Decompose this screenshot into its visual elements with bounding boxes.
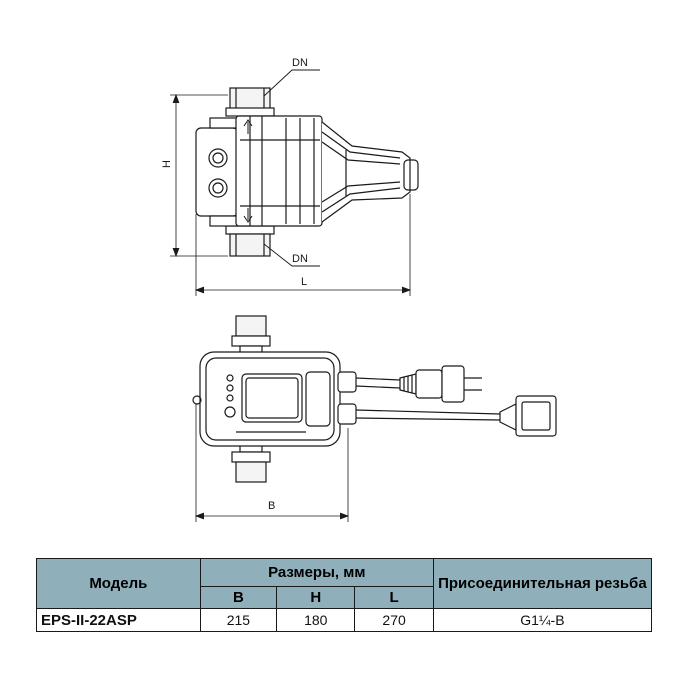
bottom-pipe-fitting [225,225,275,257]
dn-bottom-label: DN [292,253,308,265]
top-view [170,69,419,296]
power-plug [399,365,482,403]
technical-drawing: DN DN H L [161,57,557,522]
header-b: B [199,586,278,609]
dn-top-leader [263,69,320,97]
specs-table: Модель Размеры, мм Присоединительная рез… [36,558,653,632]
dimension-l [194,194,412,296]
dn-bottom-leader [263,243,320,267]
dim-l-label: L [301,276,307,288]
cables [355,377,501,421]
cell-h: 180 [276,608,356,632]
header-dimensions: Размеры, мм [199,558,434,587]
front-cable-glands [337,371,357,425]
dimension-h [170,93,228,258]
controller-housing [192,351,341,447]
header-h: H [276,586,356,609]
dn-top-label: DN [292,57,308,69]
dimension-b [194,404,350,522]
front-bottom-fitting [231,443,271,483]
cell-model: EPS-II-22ASP [36,608,201,632]
front-top-fitting [231,315,271,355]
front-view [192,315,557,522]
cell-b: 215 [199,608,278,632]
header-model: Модель [36,558,201,609]
main-body [235,115,323,227]
dim-h-label: H [161,160,173,168]
table-row: EPS-II-22ASP 215 180 270 G1¼-B [36,608,653,632]
cell-thread: G1¼-B [432,608,653,632]
cell-l: 270 [354,608,434,632]
header-l: L [354,586,434,609]
top-pipe-fitting [225,87,275,117]
tapered-neck [321,121,411,223]
cable-gland [403,159,419,191]
dim-b-label: B [268,500,275,512]
mounting-block [195,117,239,227]
header-thread: Присоединительная резьба [432,558,653,609]
power-socket [499,395,557,437]
